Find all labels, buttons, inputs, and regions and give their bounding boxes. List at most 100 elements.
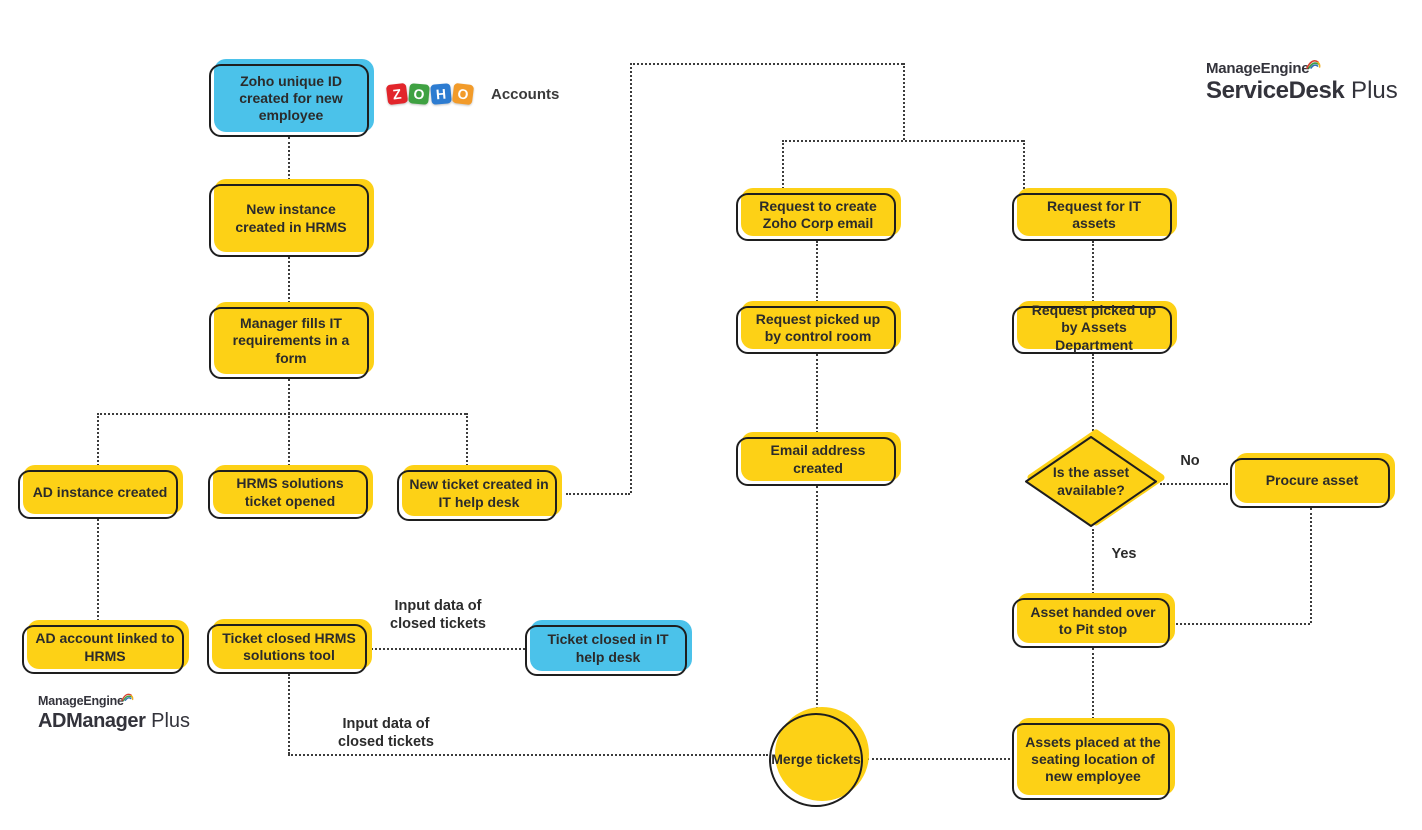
node-fill (214, 179, 374, 252)
connector-dotted (1092, 241, 1094, 306)
node-fill (23, 465, 183, 514)
connector-dotted (288, 257, 290, 307)
node-fill (741, 432, 901, 481)
node-label: Request to create Zoho Corp email (759, 197, 877, 231)
node-ticket-closed-helpdesk: Ticket closed in IT help desk (525, 620, 692, 676)
node-label: Assets placed at the seating location of… (1025, 733, 1161, 785)
node-stroke (1012, 598, 1170, 648)
node-request-assets-dept: Request picked up by Assets Department (1012, 301, 1177, 354)
connector-dotted (288, 754, 768, 756)
connector-dotted (630, 63, 903, 65)
manageengine-brand: ManageEngine (1206, 60, 1322, 77)
node-label: AD instance created (32, 483, 168, 500)
node-asset-handed-pitstop: Asset handed over to Pit stop (1012, 593, 1175, 648)
node-stroke (736, 306, 896, 354)
decision-label: Is the asset available? (1052, 464, 1130, 498)
node-ticket-closed-hrms: Ticket closed HRMS solutions tool (207, 619, 372, 674)
node-request-it-assets: Request for IT assets (1012, 188, 1177, 241)
node-label: HRMS solutions ticket opened (236, 475, 344, 509)
node-stroke (736, 437, 896, 486)
admanager-plus-logo: ManageEngine ADManager Plus (38, 692, 190, 732)
node-stroke (1012, 723, 1170, 800)
admanager-plus-text: ADManager Plus (38, 710, 191, 732)
manageengine-text: ManageEngine (38, 694, 124, 708)
node-label: AD account linked to HRMS (35, 630, 175, 664)
node-procure-asset: Procure asset (1230, 453, 1395, 508)
connector-dotted (816, 486, 818, 713)
connector-dotted (97, 413, 466, 415)
node-fill (212, 619, 372, 669)
node-fill (213, 465, 373, 514)
decision-asset-available: Is the asset available? (1020, 429, 1165, 530)
manageengine-text: ManageEngine (1206, 60, 1310, 77)
node-assets-placed-seating: Assets placed at the seating location of… (1012, 718, 1175, 800)
node-hrms-solutions-ticket: HRMS solutions ticket opened (208, 465, 373, 519)
node-stroke (736, 193, 896, 241)
node-stroke (22, 625, 184, 674)
node-stroke (209, 184, 369, 257)
node-stroke (1230, 458, 1390, 508)
edge-label-input-data-1: Input data of closed tickets (390, 598, 486, 633)
node-fill (1235, 453, 1395, 503)
node-stroke (209, 64, 369, 137)
zoho-accounts-logo: Z O H O Accounts (385, 82, 560, 106)
connector-dotted (1172, 623, 1310, 625)
edge-label-yes: Yes (1111, 546, 1137, 562)
connector-dotted (288, 137, 290, 184)
connector-dotted (1160, 483, 1228, 485)
node-fill (530, 620, 692, 671)
zoho-tile-z: Z (385, 82, 409, 106)
connector-dotted (1092, 529, 1094, 598)
connector-dotted (288, 674, 290, 754)
connector-dotted (782, 140, 1023, 142)
node-stroke (209, 307, 369, 379)
node-label: Ticket closed in IT help desk (547, 631, 669, 665)
node-label: Merge tickets (771, 751, 861, 768)
connector-dotted (1023, 140, 1025, 193)
node-stroke (1012, 306, 1172, 354)
connector-dotted (816, 241, 818, 306)
manageengine-swoosh-icon (1306, 60, 1321, 69)
node-label: Procure asset (1265, 472, 1359, 489)
connector-dotted (97, 519, 99, 625)
manageengine-swoosh-icon (121, 693, 134, 701)
connector-dotted (1092, 354, 1094, 434)
node-label: New ticket created in IT help desk (409, 476, 549, 510)
node-label: Request for IT assets (1046, 197, 1142, 231)
node-ad-instance-created: AD instance created (18, 465, 183, 519)
connector-dotted (288, 379, 290, 470)
node-fill (27, 620, 189, 669)
node-stroke (525, 625, 687, 676)
node-label: Email address created (770, 442, 866, 476)
node-label: Asset handed over to Pit stop (1030, 603, 1156, 637)
zoho-accounts-label: Accounts (491, 85, 560, 103)
node-label: New instance created in HRMS (235, 201, 347, 235)
connector-dotted (816, 354, 818, 437)
connector-dotted (566, 493, 630, 495)
edge-label-input-data-2: Input data of closed tickets (338, 716, 434, 751)
node-label: Ticket closed HRMS solutions tool (222, 629, 356, 663)
manageengine-brand: ManageEngine (38, 693, 135, 708)
connector-dotted (903, 63, 905, 140)
diamond-shape (1025, 429, 1165, 527)
connector-dotted (368, 648, 525, 650)
node-fill (1017, 301, 1177, 349)
servicedesk-plus-logo: ManageEngine ServiceDesk Plus (1206, 60, 1398, 103)
node-stroke (769, 713, 863, 807)
node-stroke (208, 470, 368, 519)
connector-dotted (466, 413, 468, 470)
connector-dotted (97, 413, 99, 470)
node-fill (741, 188, 901, 236)
zoho-tile-o1: O (408, 83, 430, 105)
node-label: Zoho unique ID created for new employee (239, 72, 343, 124)
node-new-ticket-helpdesk: New ticket created in IT help desk (397, 465, 562, 521)
connector-dotted (630, 63, 632, 493)
edge-label-no: No (1180, 453, 1200, 469)
node-fill (214, 59, 374, 132)
connector-dotted (1092, 648, 1094, 723)
node-email-created: Email address created (736, 432, 901, 486)
node-fill (1017, 718, 1175, 795)
connector-dotted (867, 758, 1010, 760)
node-stroke (397, 470, 557, 521)
